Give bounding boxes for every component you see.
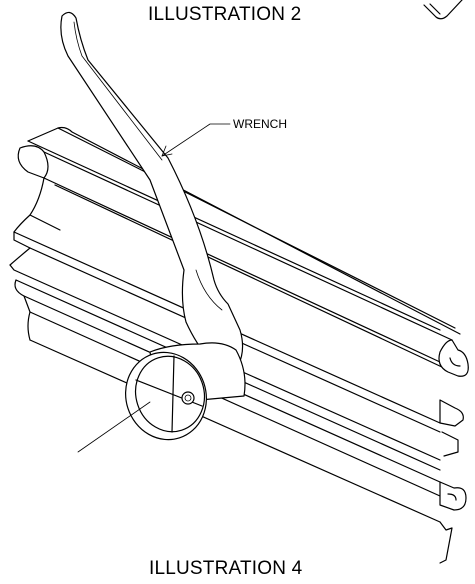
socket-leader-line (77, 401, 151, 453)
partial-part-fragment (423, 0, 463, 20)
illustration-4-caption: ILLUSTRATION 4 (149, 558, 303, 579)
illustration-2-caption: ILLUSTRATION 2 (148, 4, 302, 25)
wrench-callout-label: WRENCH (233, 117, 287, 131)
arrowhead (161, 145, 173, 157)
wrench-leader-line (161, 123, 231, 157)
track-extrusion (9, 126, 469, 564)
wrench (60, 11, 246, 441)
